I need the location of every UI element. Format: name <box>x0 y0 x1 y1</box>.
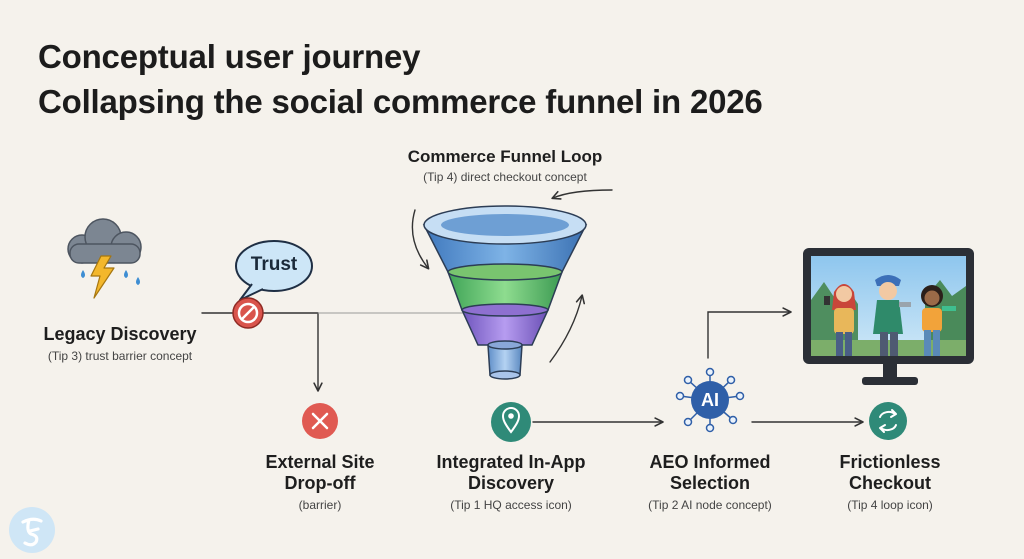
ai-node-label: AI <box>701 390 719 410</box>
checkout-title-line2: Checkout <box>848 473 931 493</box>
external-title-line1: External Site <box>265 452 375 472</box>
node-aeo-selection: AEO Informed Selection (Tip 2 AI node co… <box>620 452 800 513</box>
node-frictionless-checkout: Frictionless Checkout (Tip 4 loop icon) <box>810 452 970 513</box>
funnel-loop-title: Commerce Funnel Loop <box>407 147 603 166</box>
aeo-title-line2: Selection <box>669 473 751 493</box>
loop-icon <box>869 402 907 440</box>
integrated-title-line2: Discovery <box>467 473 555 493</box>
integrated-title-line1: Integrated In-App <box>436 452 586 472</box>
title-line-2: Collapsing the social commerce funnel in… <box>38 83 763 120</box>
aeo-subtitle: (Tip 2 AI node concept) <box>648 498 772 512</box>
funnel-icon <box>422 205 588 380</box>
page-title: Conceptual user journey Collapsing the s… <box>38 34 763 124</box>
aeo-title-line1: AEO Informed <box>649 452 771 472</box>
connector-lines <box>201 189 864 427</box>
external-title-line2: Drop-off <box>284 473 356 493</box>
legacy-subtitle: (Tip 3) trust barrier concept <box>47 349 193 363</box>
legacy-title: Legacy Discovery <box>43 324 197 344</box>
ai-node-icon <box>675 367 745 433</box>
character-right <box>921 285 956 356</box>
checkout-subtitle: (Tip 4 loop icon) <box>847 498 933 512</box>
trust-speech-bubble <box>235 240 313 301</box>
brand-logo-icon[interactable] <box>9 507 55 553</box>
no-entry-icon <box>232 297 264 329</box>
node-integrated-discovery: Integrated In-App Discovery (Tip 1 HQ ac… <box>421 452 601 513</box>
funnel-loop-label: Commerce Funnel Loop (Tip 4) direct chec… <box>380 146 630 185</box>
storm-cloud-icon <box>67 218 142 299</box>
node-external-dropoff: External Site Drop-off (barrier) <box>245 452 395 513</box>
title-line-1: Conceptual user journey <box>38 38 421 75</box>
external-subtitle: (barrier) <box>298 498 342 512</box>
funnel-loop-subtitle: (Tip 4) direct checkout concept <box>423 170 587 184</box>
monitor-icon <box>803 248 974 385</box>
character-middle <box>873 275 911 356</box>
close-icon <box>302 403 338 439</box>
location-pin-icon <box>491 402 531 442</box>
integrated-subtitle: (Tip 1 HQ access icon) <box>450 498 572 512</box>
node-legacy-discovery: Legacy Discovery (Tip 3) trust barrier c… <box>20 324 220 364</box>
checkout-title-line1: Frictionless <box>839 452 941 472</box>
character-left <box>824 284 856 356</box>
trust-bubble-label: Trust <box>250 254 298 275</box>
